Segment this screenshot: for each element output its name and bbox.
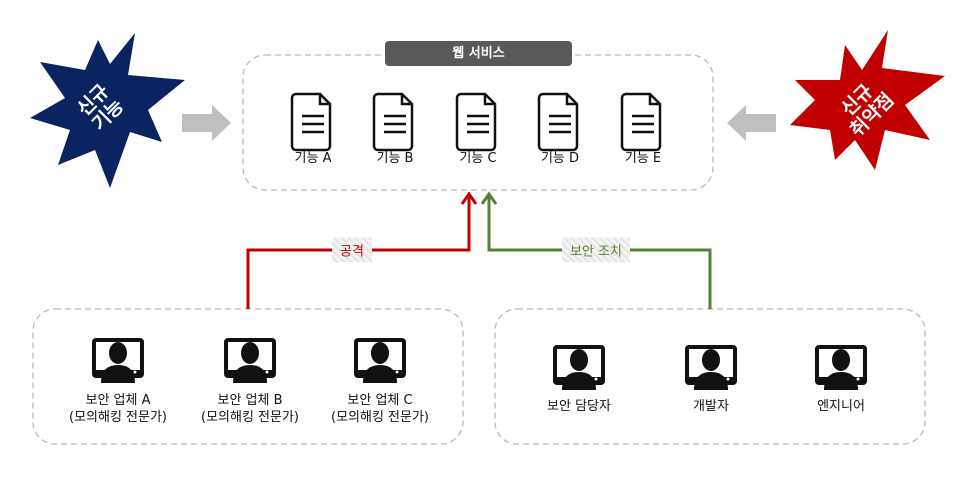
- defender-label: 엔지니어: [817, 399, 865, 414]
- attacker-label: 보안 업체 B (모의해킹 전문가): [201, 392, 299, 426]
- new-feature-starburst: [30, 33, 185, 188]
- document-icon: [620, 92, 662, 152]
- person-computer-icon: [685, 345, 737, 392]
- document-icon: [455, 92, 497, 152]
- gray-arrow-right-icon: [182, 105, 231, 141]
- document-icon: [537, 92, 579, 152]
- attacker-name: 보안 업체 B: [217, 393, 283, 408]
- defense-label: 보안 조치: [562, 237, 630, 263]
- defender-label: 개발자: [693, 399, 729, 414]
- attacker-role: (모의해킹 전문가): [331, 410, 429, 425]
- attacker-name: 보안 업체 A: [85, 393, 151, 408]
- document-icon: [290, 92, 332, 152]
- feature-label: 기능 C: [459, 151, 497, 166]
- defense-arrowhead-icon: [480, 191, 498, 205]
- feature-label: 기능 A: [294, 151, 332, 166]
- person-computer-icon: [354, 338, 406, 385]
- person-computer-icon: [553, 345, 605, 392]
- attacker-role: (모의해킹 전문가): [201, 410, 299, 425]
- attacker-label: 보안 업체 A (모의해킹 전문가): [69, 392, 167, 426]
- document-icon: [372, 92, 414, 152]
- defender-label: 보안 담당자: [547, 399, 611, 414]
- attack-label: 공격: [332, 237, 372, 263]
- attacker-name: 보안 업체 C: [347, 393, 413, 408]
- new-vuln-starburst: [790, 30, 945, 170]
- gray-arrow-left-icon: [727, 105, 776, 141]
- person-computer-icon: [815, 345, 867, 392]
- person-computer-icon: [92, 338, 144, 385]
- feature-label: 기능 E: [624, 151, 662, 166]
- attack-arrowhead-icon: [460, 191, 478, 205]
- person-computer-icon: [224, 338, 276, 385]
- web-service-title: 웹 서비스: [385, 41, 572, 66]
- feature-label: 기능 D: [540, 151, 580, 166]
- attacker-label: 보안 업체 C (모의해킹 전문가): [331, 392, 429, 426]
- attacker-role: (모의해킹 전문가): [69, 410, 167, 425]
- feature-label: 기능 B: [376, 151, 414, 166]
